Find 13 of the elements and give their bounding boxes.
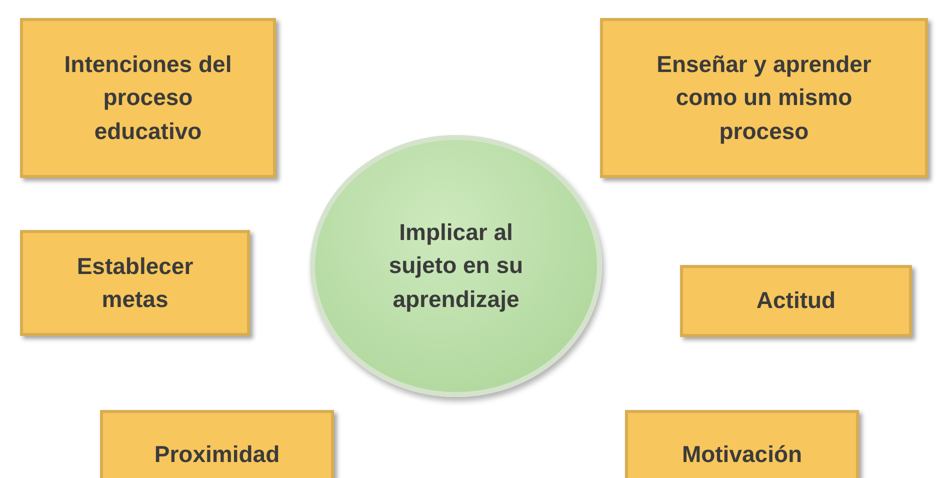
concept-box <box>600 18 928 178</box>
concept-label: Implicar al sujeto en su aprendizaje <box>388 218 524 314</box>
concept-box <box>625 410 859 478</box>
concept-label: Motivación <box>680 440 804 470</box>
concept-label: Actitud <box>755 286 837 316</box>
concept-label: Intenciones del proceso educativo <box>63 50 233 146</box>
concept-label: Proximidad <box>153 440 281 470</box>
concept-box <box>100 410 334 478</box>
concept-box <box>20 230 250 336</box>
concept-box <box>680 265 912 337</box>
concept-box <box>20 18 276 178</box>
concept-label: Enseñar y aprender como un mismo proceso <box>656 50 872 146</box>
concept-label: Establecer metas <box>76 252 194 314</box>
